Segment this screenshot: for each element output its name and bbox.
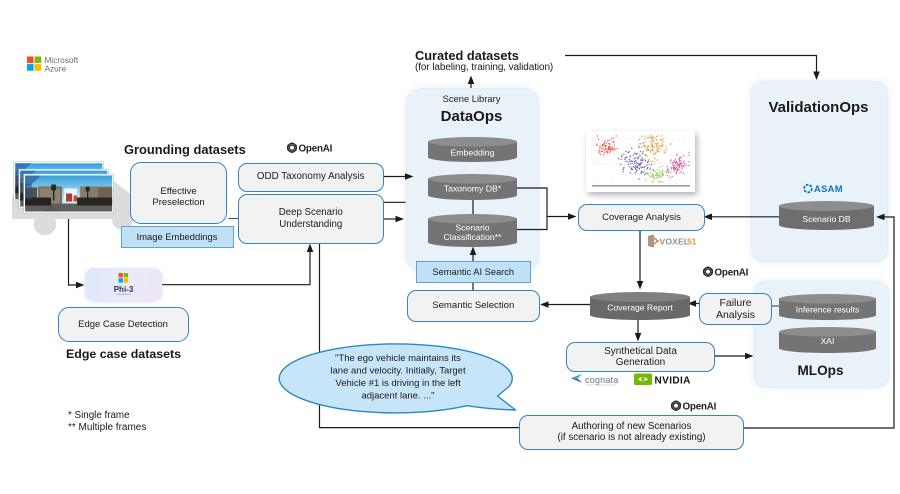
svg-text:NVIDIA: NVIDIA — [655, 376, 691, 386]
svg-text:cognata: cognata — [585, 375, 618, 385]
svg-text:OpenAI: OpenAI — [683, 401, 717, 412]
svg-text:Phi-3: Phi-3 — [114, 285, 134, 294]
svg-text:OpenAI: OpenAI — [299, 143, 333, 154]
svg-text:OpenAI: OpenAI — [715, 267, 749, 278]
svg-text:Scenario DB: Scenario DB — [802, 214, 851, 224]
svg-text:XAI: XAI — [821, 336, 835, 346]
svg-text:ASAM: ASAM — [814, 183, 843, 194]
svg-text:Classification**: Classification** — [444, 232, 503, 242]
svg-text:Taxonomy DB*: Taxonomy DB* — [444, 184, 502, 194]
svg-text:lane and velocity. Initially,: lane and velocity. Initially, Target — [330, 366, 466, 377]
svg-text:VOXEL: VOXEL — [660, 237, 690, 247]
svg-text:Embedding: Embedding — [451, 147, 495, 157]
svg-text:Vehicle #1 is driving in the l: Vehicle #1 is driving in the left — [335, 378, 461, 389]
svg-text:Scenario: Scenario — [455, 222, 489, 232]
svg-text:Coverage Report: Coverage Report — [607, 302, 673, 312]
svg-text:"The ego vehicle maintains its: "The ego vehicle maintains its — [335, 353, 461, 364]
svg-text:Azure: Azure — [45, 64, 67, 74]
svg-text:51: 51 — [687, 237, 696, 247]
svg-text:adjacent lane. ...": adjacent lane. ..." — [361, 391, 434, 402]
svg-text:Microsoft: Microsoft — [45, 56, 79, 65]
svg-text:Inference results: Inference results — [796, 304, 860, 314]
